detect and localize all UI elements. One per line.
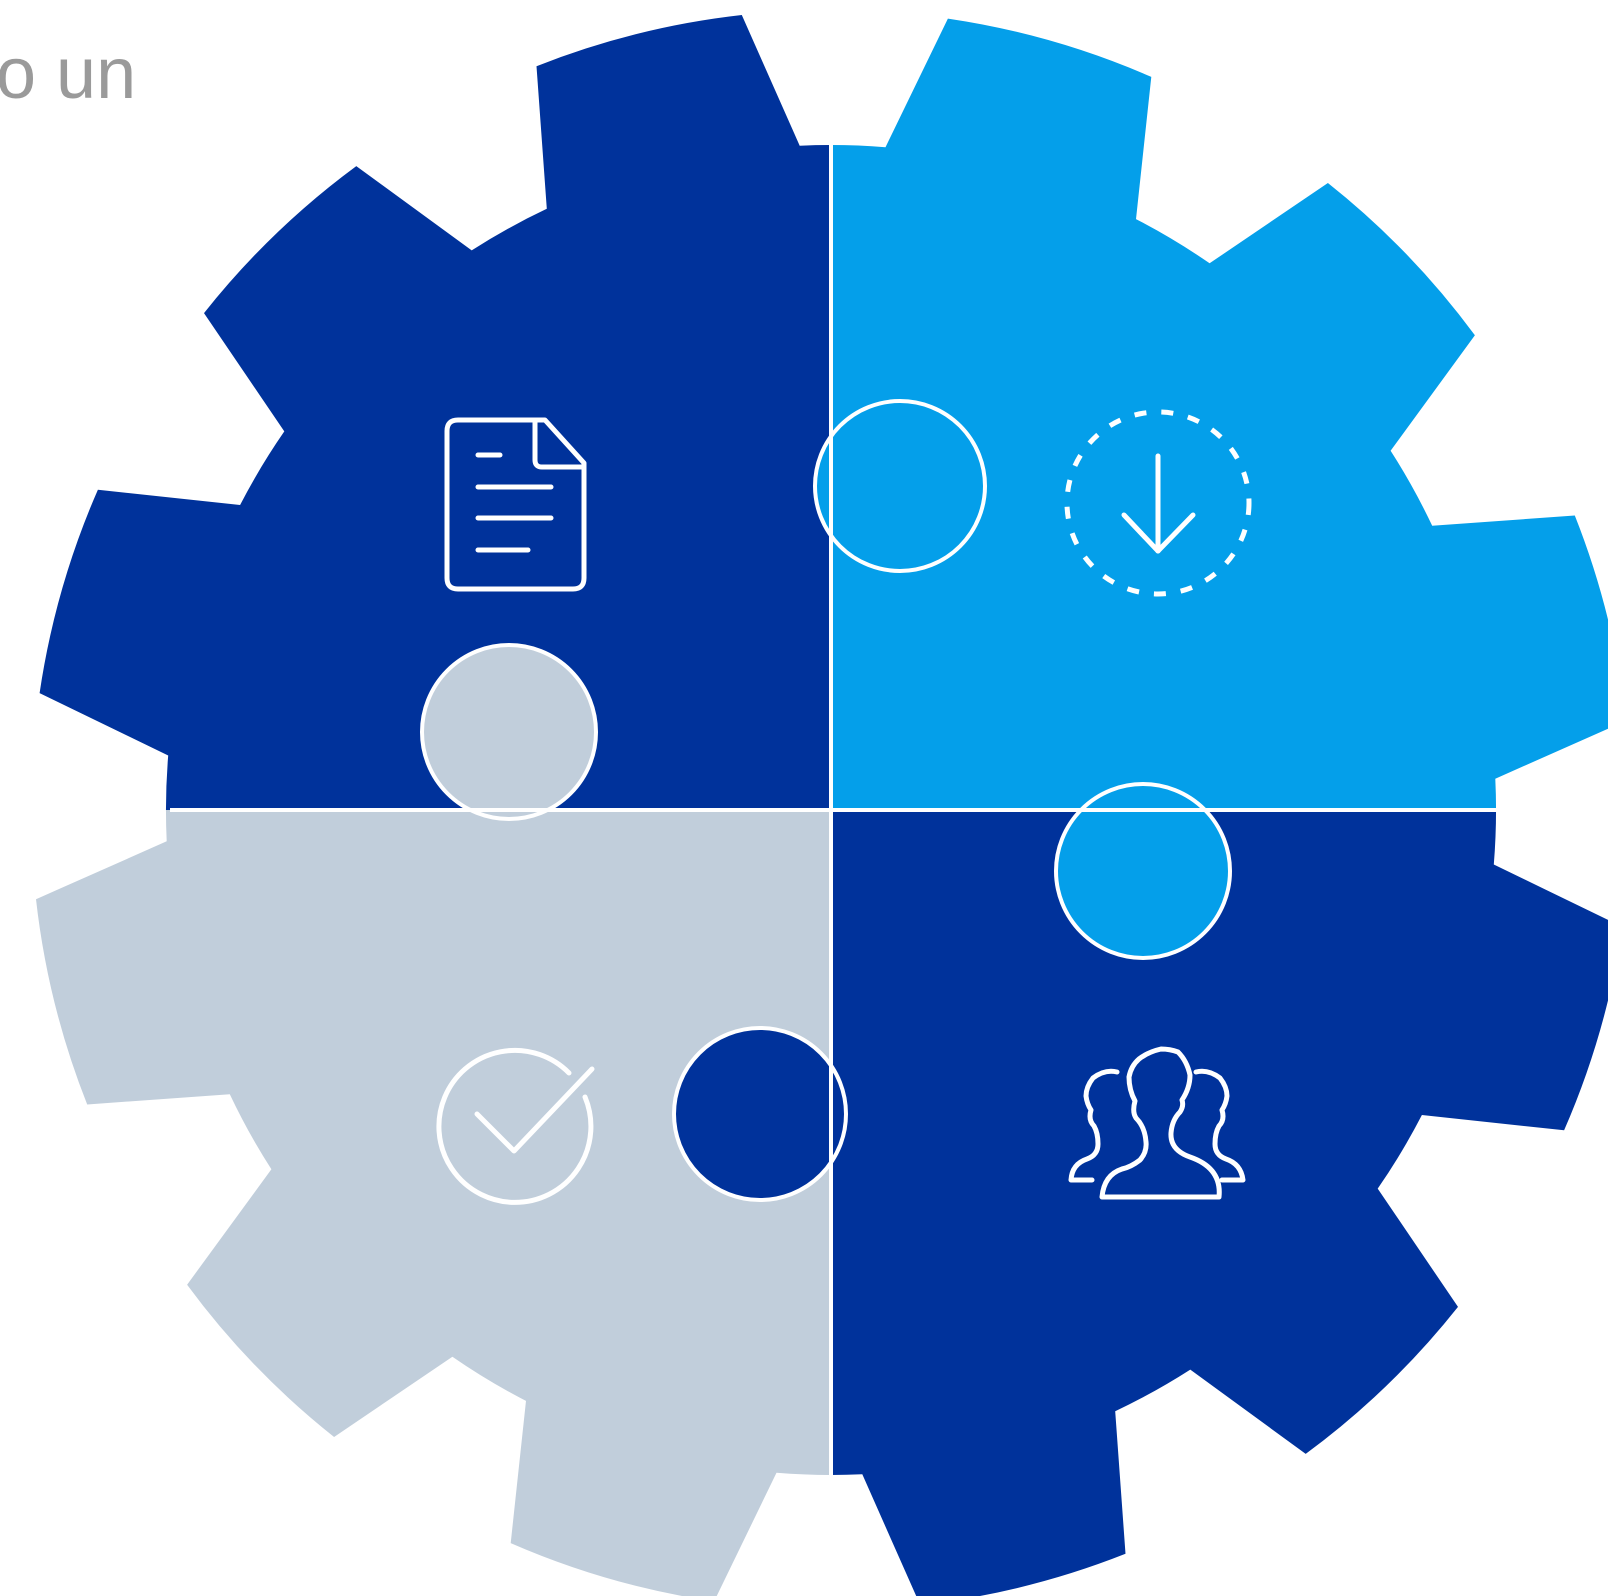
- download-icon: [1064, 409, 1252, 597]
- checkmark-circle-icon: [436, 1047, 595, 1205]
- gear-piece-bottom-left: [36, 810, 831, 1596]
- puzzle-tab-top-right-into-top-left: [813, 399, 987, 573]
- gear-pieces: [36, 15, 1608, 1596]
- gear-piece-top-left: [39, 15, 831, 810]
- document-icon: [444, 417, 587, 592]
- puzzle-tabs: [420, 399, 1232, 1202]
- puzzle-tab-bottom-left-into-top-left: [420, 643, 598, 821]
- gear-piece-bottom-right: [831, 810, 1608, 1596]
- seam-lines: [170, 135, 1500, 1475]
- puzzle-tab-bottom-right-into-bottom-left: [672, 1026, 848, 1202]
- team-icon: [1068, 1046, 1246, 1200]
- gear-piece-top-right: [831, 18, 1608, 810]
- puzzle-tab-top-right-into-bottom-right: [1054, 782, 1232, 960]
- title-fragment: o un: [0, 34, 136, 114]
